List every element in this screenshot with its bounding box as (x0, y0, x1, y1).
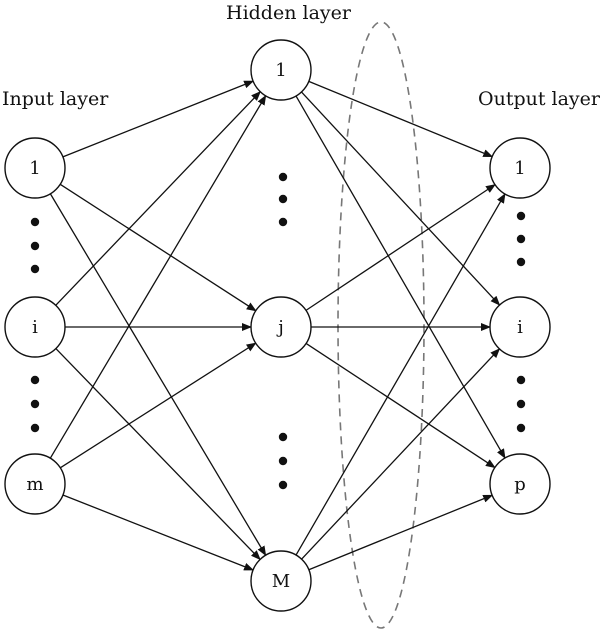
hidden-node-2-circle (250, 550, 312, 612)
hidden-ellipsis-lower-dot-1 (278, 456, 288, 466)
ellipsis-dots (30, 172, 526, 490)
output-ellipsis-upper-dot-2 (516, 257, 526, 267)
output-node-1-label: i (517, 317, 523, 338)
output-ellipsis-upper-dot-1 (516, 234, 526, 244)
input-ellipsis-lower-dot-1 (30, 399, 40, 409)
selection-ellipse (337, 21, 425, 629)
hidden-node-2-label: M (272, 571, 290, 592)
hidden-to-output-arrow-1-2 (305, 342, 496, 469)
input-node-1-circle (4, 296, 66, 358)
input-node-0-label: 1 (29, 158, 40, 179)
hidden-to-output-arrow-2-1 (301, 348, 501, 560)
output-node-1: i (489, 296, 551, 358)
hidden-to-output-arrow-0-1 (300, 91, 501, 306)
input-ellipsis-upper-dot-1 (30, 241, 40, 251)
input-to-hidden-arrow-1-0 (55, 90, 261, 306)
output-node-1-circle (489, 296, 551, 358)
input-to-hidden-arrow-2-2 (62, 494, 255, 571)
hidden-to-output-arrow-0-2 (295, 95, 506, 459)
hidden-node-0-circle (250, 39, 312, 101)
hidden-to-output-arrow-0-0 (308, 80, 494, 158)
output-node-2-label: p (514, 474, 526, 495)
hidden-to-output-arrow-2-0 (295, 193, 506, 556)
input-to-hidden-arrow-1-2 (55, 348, 261, 561)
input-layer-label: Input layer (2, 88, 109, 110)
hidden-node-1-label: j (276, 317, 284, 338)
hidden-ellipsis-upper-dot-1 (278, 194, 288, 204)
output-layer-label: Output layer (478, 88, 600, 110)
input-node-0: 1 (4, 137, 66, 199)
output-node-0-label: 1 (514, 158, 525, 179)
input-to-hidden-arrow-0-2 (49, 193, 267, 557)
input-node-2-label: m (26, 474, 43, 495)
input-node-0-circle (4, 137, 66, 199)
input-ellipsis-lower-dot-2 (30, 423, 40, 433)
input-ellipsis-upper-dot-0 (30, 217, 40, 227)
output-node-0: 1 (489, 137, 551, 199)
hidden-ellipsis-lower-dot-0 (278, 432, 288, 442)
output-node-0-circle (489, 137, 551, 199)
hidden-ellipsis-lower-dot-2 (278, 480, 288, 490)
hidden-to-output-arrow-1-0 (305, 184, 496, 311)
node-group: 1 i m 1 jM 1 i p (4, 39, 551, 612)
hidden-node-0: 1 (250, 39, 312, 101)
input-to-hidden-arrow-2-1 (59, 342, 257, 469)
connection-lines (49, 80, 506, 571)
input-node-1-label: i (32, 317, 38, 338)
output-node-2: p (489, 453, 551, 515)
hidden-node-1-circle (250, 296, 312, 358)
input-node-1: i (4, 296, 66, 358)
input-ellipsis-upper-dot-2 (30, 264, 40, 274)
output-ellipsis-lower-dot-2 (516, 423, 526, 433)
input-to-hidden-arrow-0-1 (59, 183, 257, 312)
input-to-hidden-arrow-0-0 (62, 80, 255, 158)
output-ellipsis-upper-dot-0 (516, 211, 526, 221)
hidden-node-0-label: 1 (275, 60, 286, 81)
input-to-hidden-arrow-2-0 (49, 94, 267, 459)
output-node-2-circle (489, 453, 551, 515)
hidden-layer-label: Hidden layer (226, 2, 351, 24)
hidden-ellipsis-upper-dot-2 (278, 217, 288, 227)
input-node-2: m (4, 453, 66, 515)
hidden-node-1: j (250, 296, 312, 358)
hidden-node-2: M (250, 550, 312, 612)
output-ellipsis-lower-dot-0 (516, 375, 526, 385)
input-ellipsis-lower-dot-0 (30, 375, 40, 385)
hidden-ellipsis-upper-dot-0 (278, 172, 288, 182)
hidden-to-output-arrow-2-2 (308, 494, 494, 571)
input-node-2-circle (4, 453, 66, 515)
output-ellipsis-lower-dot-1 (516, 399, 526, 409)
